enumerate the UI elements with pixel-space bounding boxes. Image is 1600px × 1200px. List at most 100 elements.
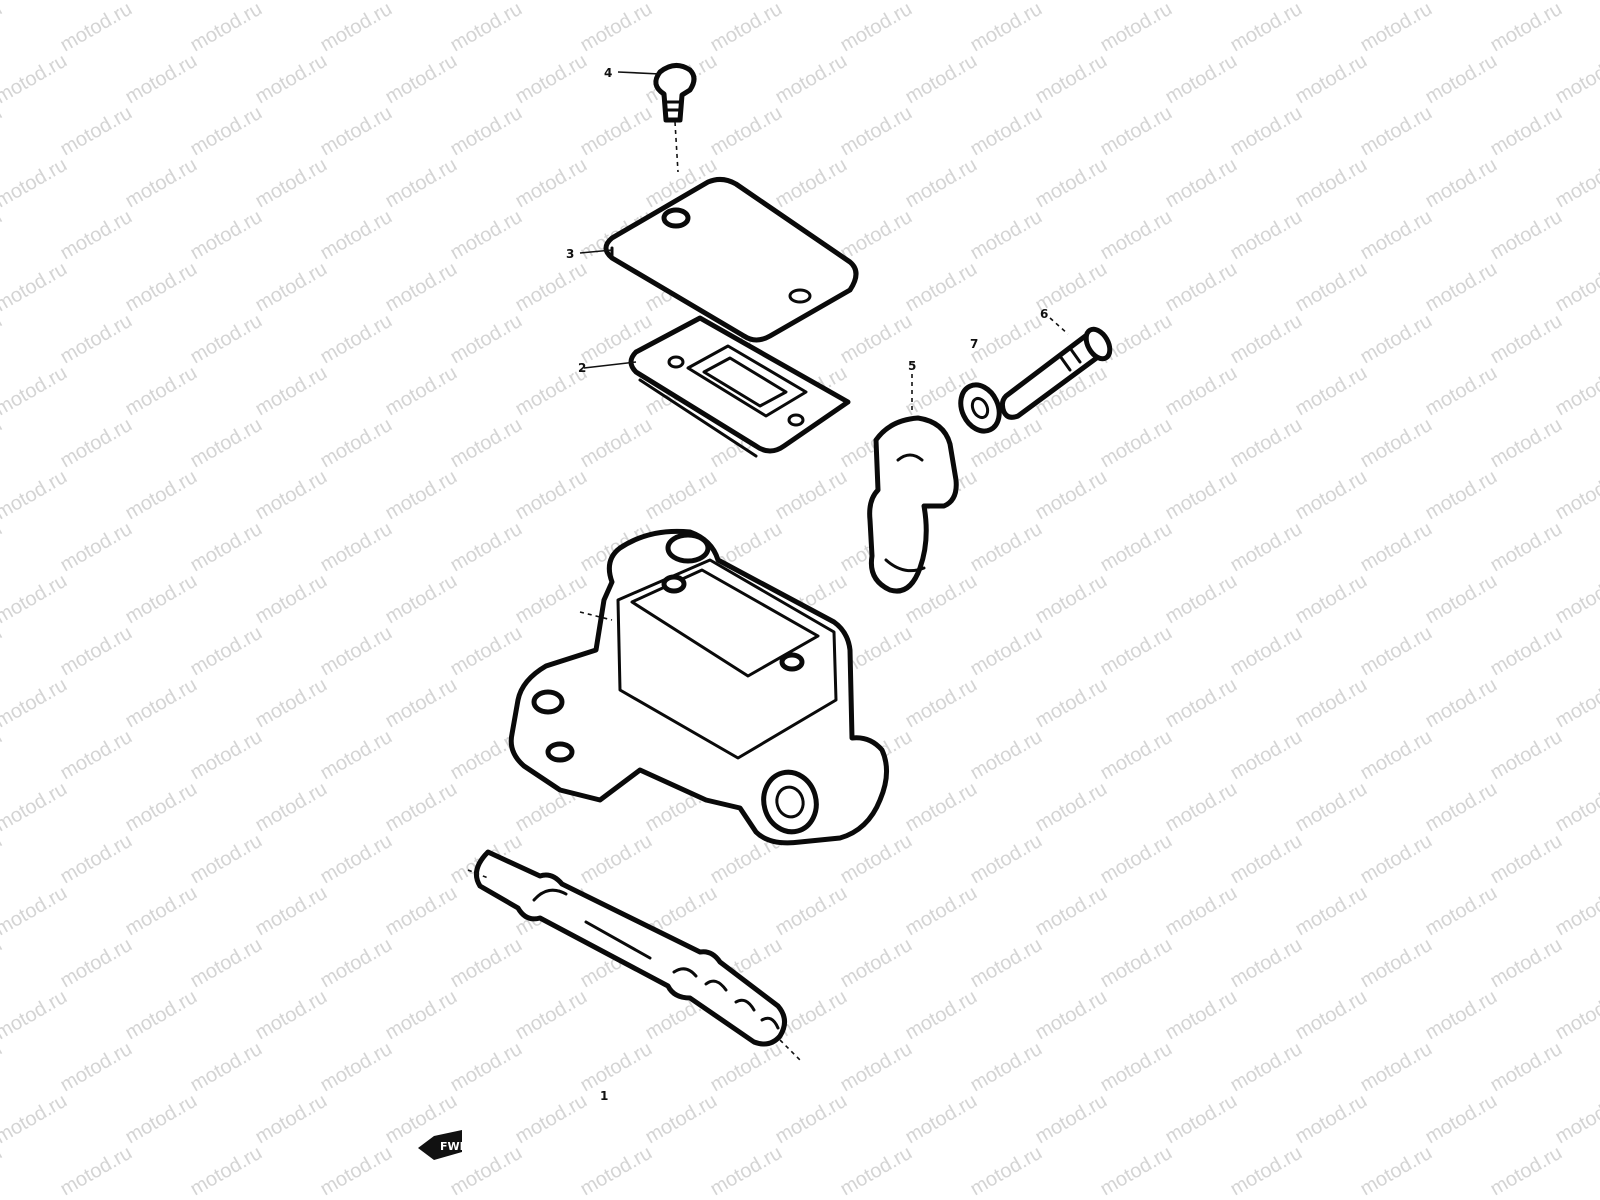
watermark-text: motod.ru	[772, 0, 851, 4]
watermark-text: motod.ru	[1097, 102, 1176, 161]
watermark-text: motod.ru	[1292, 1194, 1371, 1200]
watermark-text: motod.ru	[1292, 882, 1371, 941]
watermark-text: motod.ru	[1357, 830, 1436, 889]
watermark-text: motod.ru	[1097, 0, 1176, 56]
watermark-text: motod.ru	[967, 206, 1046, 265]
watermark-text: motod.ru	[577, 0, 656, 56]
watermark-text: motod.ru	[122, 986, 201, 1045]
watermark-text: motod.ru	[1227, 1142, 1306, 1200]
watermark-text: motod.ru	[1162, 1194, 1241, 1200]
watermark-text: motod.ru	[772, 1194, 851, 1200]
watermark-text: motod.ru	[317, 1142, 396, 1200]
watermark-text: motod.ru	[1552, 778, 1600, 837]
watermark-text: motod.ru	[447, 102, 526, 161]
watermark-text: motod.ru	[382, 50, 461, 109]
watermark-text: motod.ru	[1032, 778, 1111, 837]
watermark-text: motod.ru	[1357, 934, 1436, 993]
watermark-text: motod.ru	[902, 1194, 981, 1200]
watermark-text: motod.ru	[577, 102, 656, 161]
watermark-text: motod.ru	[382, 0, 461, 4]
watermark-text: motod.ru	[1552, 570, 1600, 629]
watermark-text: motod.ru	[1487, 310, 1566, 369]
watermark-text: motod.ru	[1162, 674, 1241, 733]
watermark-text: motod.ru	[1422, 50, 1501, 109]
watermark-text: motod.ru	[1292, 466, 1371, 525]
watermark-text: motod.ru	[0, 102, 6, 161]
watermark-text: motod.ru	[1032, 466, 1111, 525]
watermark-text: motod.ru	[1552, 466, 1600, 525]
watermark-text: motod.ru	[837, 934, 916, 993]
watermark-text: motod.ru	[1357, 518, 1436, 577]
watermark-text: motod.ru	[57, 622, 136, 681]
watermark-text: motod.ru	[967, 0, 1046, 56]
watermark-text: motod.ru	[772, 466, 851, 525]
watermark-text: motod.ru	[382, 882, 461, 941]
watermark-text: motod.ru	[317, 206, 396, 265]
watermark-text: motod.ru	[252, 0, 331, 4]
watermark-text: motod.ru	[512, 1194, 591, 1200]
watermark-text: motod.ru	[1552, 0, 1600, 4]
watermark-text: motod.ru	[187, 830, 266, 889]
watermark-text: motod.ru	[902, 778, 981, 837]
watermark-text: motod.ru	[577, 1038, 656, 1097]
watermark-text: motod.ru	[252, 570, 331, 629]
pivot-bolt-part	[999, 317, 1113, 420]
watermark-text: motod.ru	[967, 830, 1046, 889]
watermark-text: motod.ru	[967, 102, 1046, 161]
watermark-text: motod.ru	[512, 258, 591, 317]
watermark-text: motod.ru	[1357, 1142, 1436, 1200]
watermark-text: motod.ru	[577, 414, 656, 473]
watermark-text: motod.ru	[1227, 830, 1306, 889]
watermark-text: motod.ru	[1487, 830, 1566, 889]
watermark-text: motod.ru	[122, 1194, 201, 1200]
watermark-text: motod.ru	[642, 466, 721, 525]
watermark-text: motod.ru	[902, 258, 981, 317]
watermark-text: motod.ru	[1032, 986, 1111, 1045]
watermark-text: motod.ru	[1227, 102, 1306, 161]
watermark-text: motod.ru	[967, 1038, 1046, 1097]
watermark-text: motod.ru	[902, 154, 981, 213]
watermark-text: motod.ru	[1162, 362, 1241, 421]
watermark-text: motod.ru	[187, 414, 266, 473]
watermark-text: motod.ru	[902, 674, 981, 733]
watermark-text: motod.ru	[317, 1038, 396, 1097]
watermark-text: motod.ru	[1422, 1090, 1501, 1149]
screw-part	[617, 63, 697, 173]
watermark-text: motod.ru	[1292, 778, 1371, 837]
watermark-text: motod.ru	[1422, 466, 1501, 525]
watermark-text: motod.ru	[317, 934, 396, 993]
arrow-left-icon	[418, 1130, 462, 1160]
watermark-text: motod.ru	[0, 206, 6, 265]
watermark-text: motod.ru	[0, 310, 6, 369]
watermark-text: motod.ru	[122, 154, 201, 213]
watermark-text: motod.ru	[122, 1090, 201, 1149]
watermark-text: motod.ru	[122, 258, 201, 317]
callout-2: 2	[578, 361, 586, 375]
watermark-text: motod.ru	[187, 726, 266, 785]
watermark-text: motod.ru	[1162, 154, 1241, 213]
watermark-text: motod.ru	[1487, 0, 1566, 56]
watermark-text: motod.ru	[0, 1038, 6, 1097]
watermark-text: motod.ru	[57, 310, 136, 369]
boot-seal-part	[867, 374, 959, 594]
watermark-text: motod.ru	[1032, 674, 1111, 733]
watermark-text: motod.ru	[1487, 622, 1566, 681]
watermark-text: motod.ru	[1487, 1038, 1566, 1097]
watermark-text: motod.ru	[1032, 50, 1111, 109]
watermark-text: motod.ru	[1357, 310, 1436, 369]
watermark-text: motod.ru	[57, 102, 136, 161]
watermark-text: motod.ru	[1292, 674, 1371, 733]
watermark-text: motod.ru	[1097, 518, 1176, 577]
watermark-text: motod.ru	[1422, 674, 1501, 733]
callout-5: 5	[908, 359, 916, 373]
watermark-text: motod.ru	[1162, 0, 1241, 4]
watermark-text: motod.ru	[967, 310, 1046, 369]
watermark-text: motod.ru	[1487, 1142, 1566, 1200]
watermark-text: motod.ru	[122, 466, 201, 525]
watermark-text: motod.ru	[1227, 726, 1306, 785]
watermark-text: motod.ru	[187, 622, 266, 681]
callout-7: 7	[970, 337, 978, 351]
watermark-text: motod.ru	[187, 934, 266, 993]
